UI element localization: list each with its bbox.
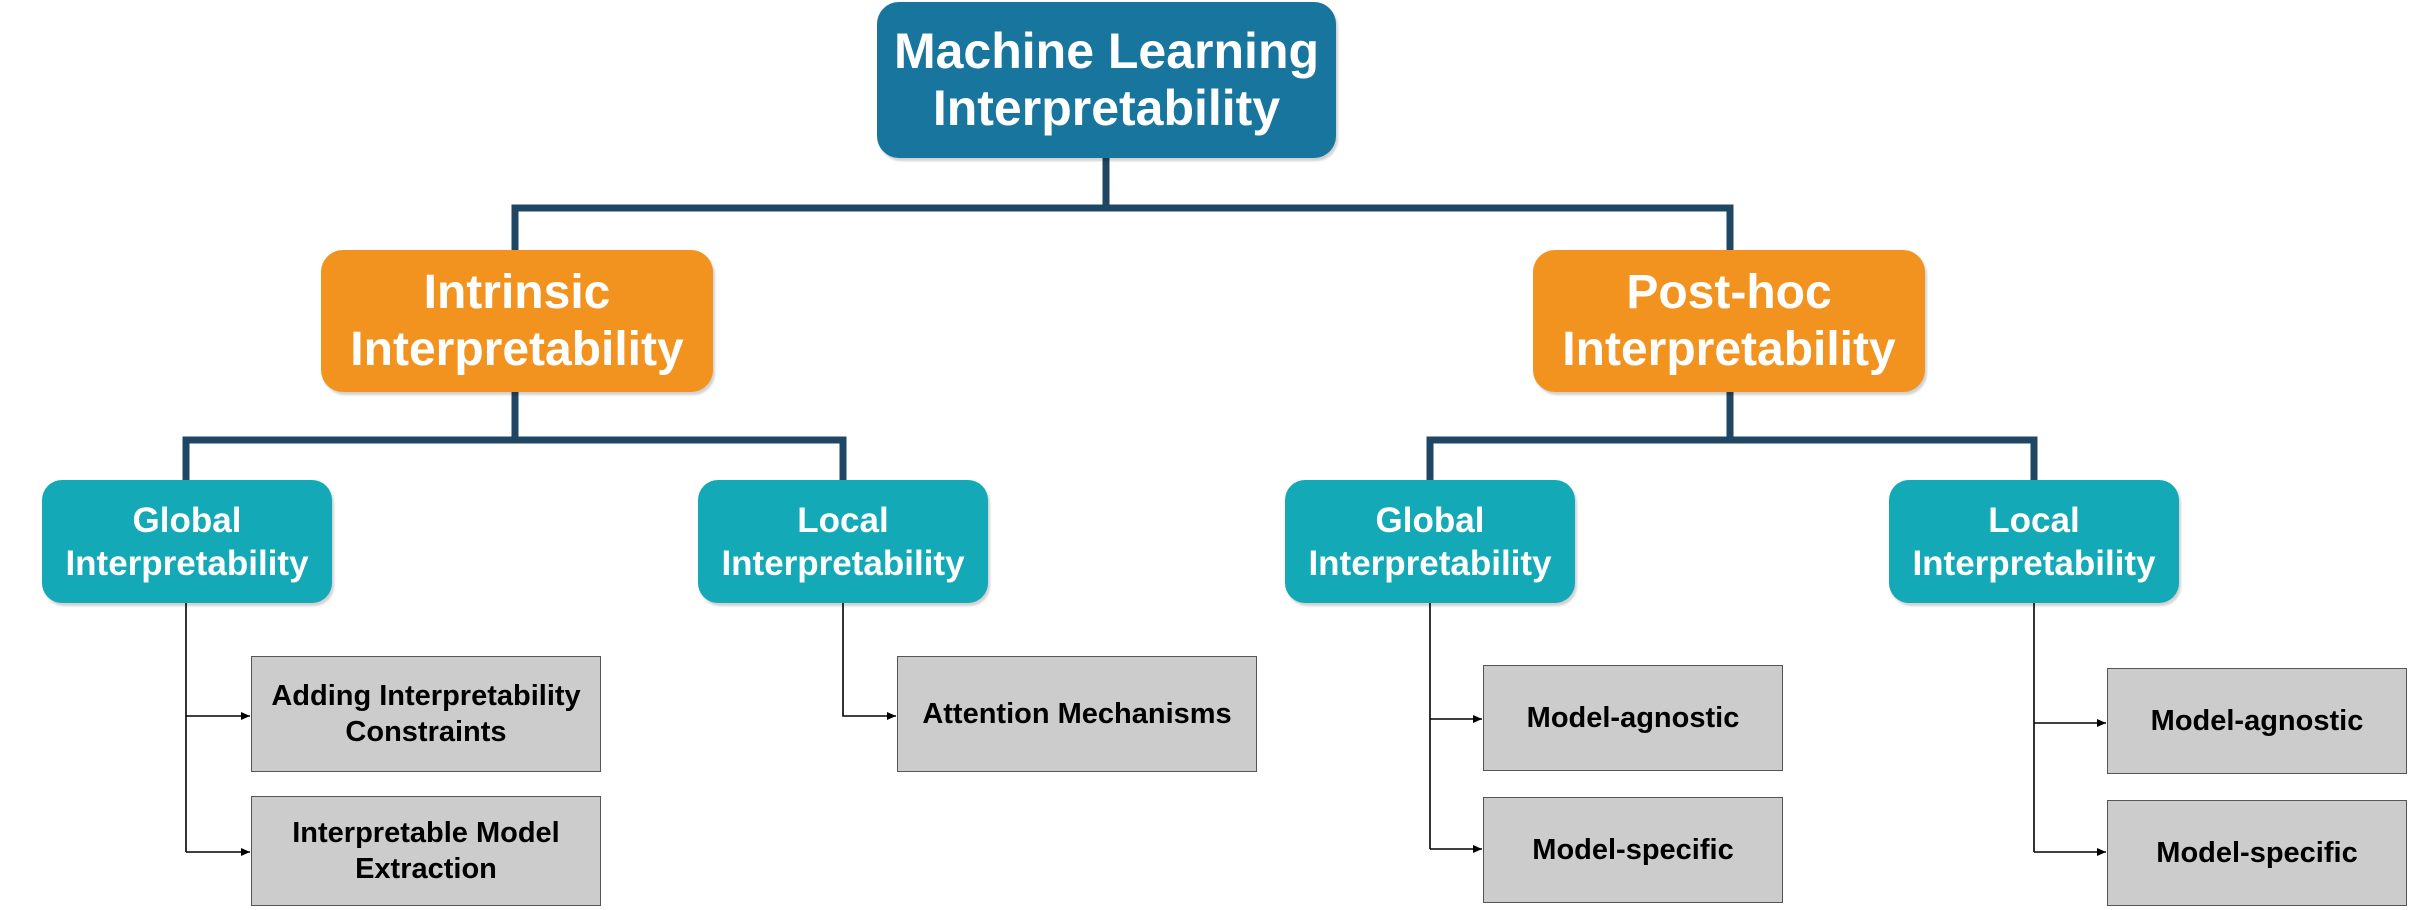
leaf-line1: Model-agnostic xyxy=(2150,705,2364,737)
leaf-line1: Model-specific xyxy=(2156,837,2358,869)
leaf-line1: Interpretable Model xyxy=(292,817,560,849)
leaf-posthoc-local-model-agnostic: Model-agnostic xyxy=(2107,668,2407,774)
root-to-categories-connector xyxy=(511,158,1734,250)
leaf-interpretable-model-extraction: Interpretable Model Extraction xyxy=(251,796,601,906)
intrinsic-global-line2: Interpretability xyxy=(65,543,309,583)
leaf-posthoc-global-model-agnostic: Model-agnostic xyxy=(1483,665,1783,771)
leaf-line2: Extraction xyxy=(355,853,497,885)
leaf-line1: Model-specific xyxy=(1532,834,1734,866)
root-node: Machine Learning Interpretability xyxy=(877,2,1336,158)
posthoc-line2: Interpretability xyxy=(1562,323,1896,376)
posthoc-interpretability-node: Post-hoc Interpretability xyxy=(1533,250,1925,392)
intrinsic-line2: Interpretability xyxy=(350,323,684,376)
leaf-line1: Adding Interpretability xyxy=(271,680,581,712)
posthoc-to-scope-connector xyxy=(1426,392,2038,480)
intrinsic-local-line1: Local xyxy=(797,500,889,540)
posthoc-global-line2: Interpretability xyxy=(1308,543,1552,583)
intrinsic-global-line1: Global xyxy=(132,500,242,540)
posthoc-local-line1: Local xyxy=(1988,500,2080,540)
posthoc-global-line1: Global xyxy=(1375,500,1485,540)
root-title-line1: Machine Learning xyxy=(893,23,1320,79)
intrinsic-interpretability-node: Intrinsic Interpretability xyxy=(321,250,713,392)
leaf-adding-interpretability-constraints: Adding Interpretability Constraints xyxy=(251,656,601,772)
posthoc-local-node: Local Interpretability xyxy=(1889,480,2179,603)
posthoc-global-node: Global Interpretability xyxy=(1285,480,1575,603)
intrinsic-to-scope-connector xyxy=(182,392,847,480)
root-title-line2: Interpretability xyxy=(932,80,1281,136)
intrinsic-local-leaf-connector xyxy=(842,603,896,720)
leaf-posthoc-global-model-specific: Model-specific xyxy=(1483,797,1783,903)
leaf-attention-mechanisms: Attention Mechanisms xyxy=(897,656,1257,772)
posthoc-local-line2: Interpretability xyxy=(1912,543,2156,583)
posthoc-line1: Post-hoc xyxy=(1626,266,1832,319)
leaf-line2: Constraints xyxy=(345,716,507,748)
leaf-line1: Model-agnostic xyxy=(1526,702,1740,734)
leaf-line1: Attention Mechanisms xyxy=(922,698,1232,730)
intrinsic-local-line2: Interpretability xyxy=(721,543,965,583)
leaf-posthoc-local-model-specific: Model-specific xyxy=(2107,800,2407,906)
intrinsic-local-node: Local Interpretability xyxy=(698,480,988,603)
intrinsic-global-node: Global Interpretability xyxy=(42,480,332,603)
intrinsic-line1: Intrinsic xyxy=(423,266,611,319)
